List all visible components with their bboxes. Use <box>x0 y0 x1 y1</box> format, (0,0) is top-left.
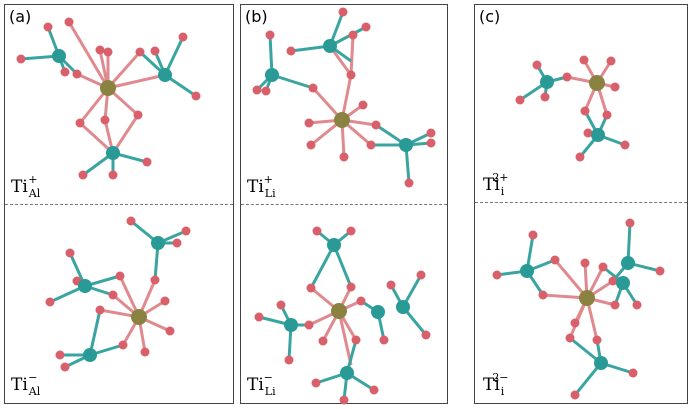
panel-c-structures <box>492 55 665 400</box>
panel-c: (c) <box>474 4 688 404</box>
panel-a: (a) <box>4 4 234 404</box>
panel-a-bottom-label: TiAl− <box>11 371 41 398</box>
panel-c-top-label: Tii2+ <box>483 171 509 198</box>
panel-a-top-label: TiAl+ <box>11 173 41 200</box>
panel-b-divider <box>241 204 447 205</box>
panel-a-structures <box>16 17 201 372</box>
panel-b: (b) <box>240 4 448 405</box>
panel-a-label: (a) <box>9 7 32 26</box>
panel-b-label: (b) <box>245 7 268 26</box>
panel-a-divider <box>5 204 233 205</box>
panel-b-structures <box>252 7 436 405</box>
panel-c-label: (c) <box>479 7 501 26</box>
panel-b-top-label: TiLi+ <box>247 173 276 200</box>
panel-c-divider <box>475 202 687 203</box>
panel-b-bottom-label: TiLi− <box>247 371 276 398</box>
panel-c-bottom-label: Tii2− <box>483 371 509 398</box>
